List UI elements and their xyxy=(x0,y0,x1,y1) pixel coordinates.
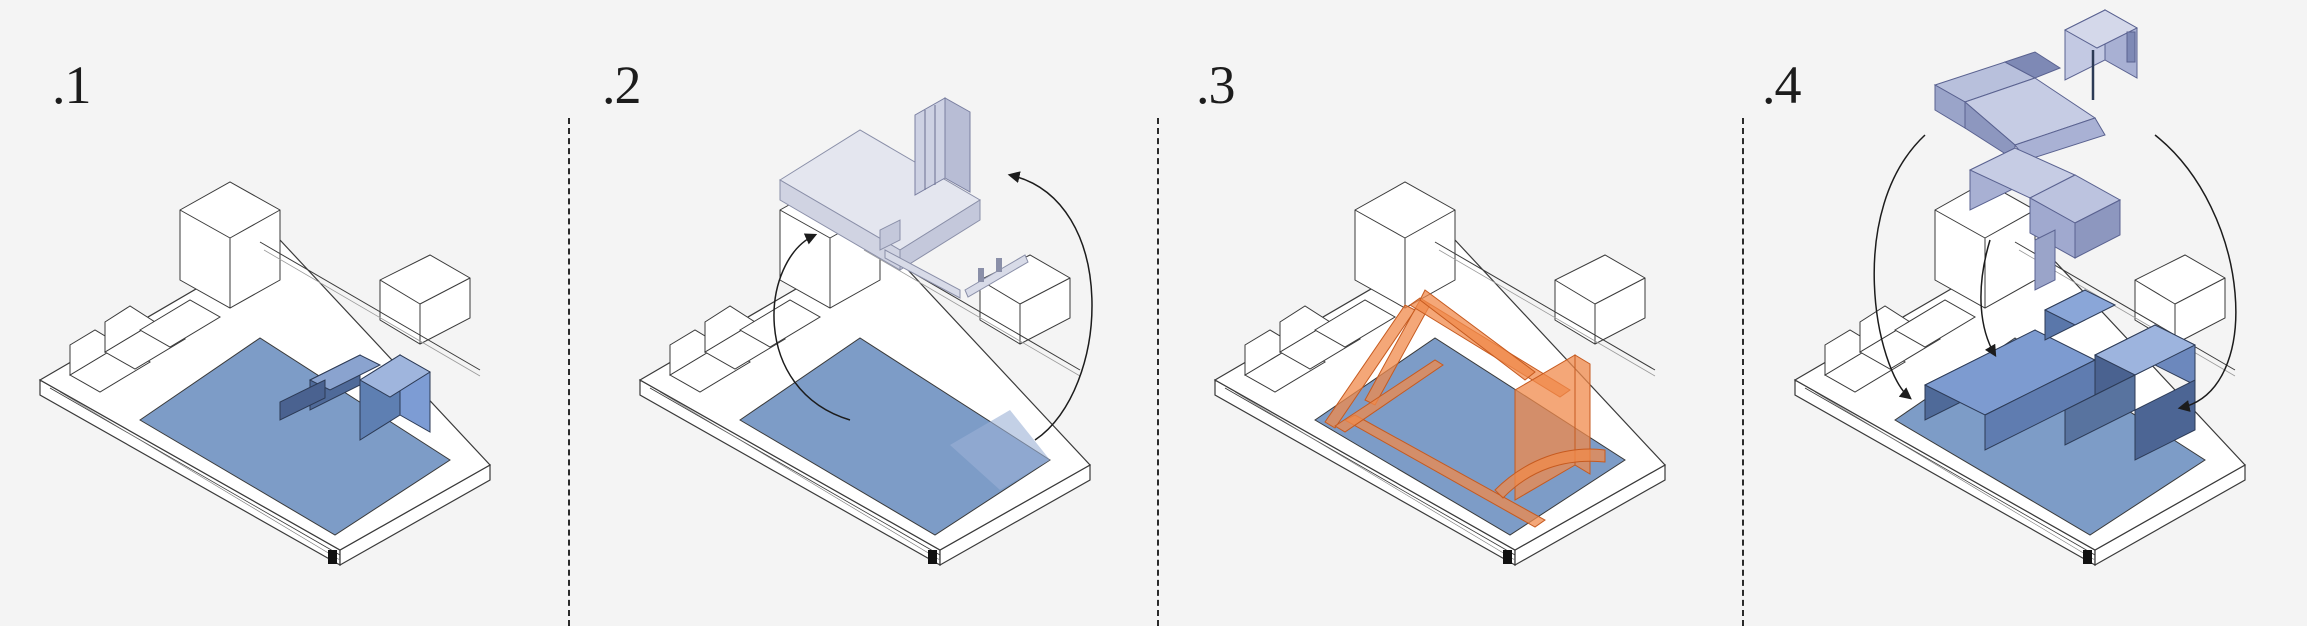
panel-divider-3 xyxy=(1742,118,1744,626)
proposed-building xyxy=(1923,289,2197,461)
ghost-existing-building xyxy=(779,97,1029,299)
panel-number-2: .2 xyxy=(602,55,641,115)
panel-2-drawing xyxy=(639,97,1093,566)
panel-number-1: .1 xyxy=(52,55,91,115)
panel-1-drawing xyxy=(39,181,491,566)
panel-4-drawing xyxy=(1794,9,2246,566)
panel-divider-2 xyxy=(1157,118,1159,626)
exploded-masses xyxy=(1933,9,2139,291)
panel-3-drawing xyxy=(1214,181,1666,566)
panel-divider-1 xyxy=(568,118,570,626)
orange-new-structure xyxy=(1324,289,1606,528)
panel-number-4: .4 xyxy=(1762,55,1801,115)
panel-number-3: .3 xyxy=(1196,55,1235,115)
